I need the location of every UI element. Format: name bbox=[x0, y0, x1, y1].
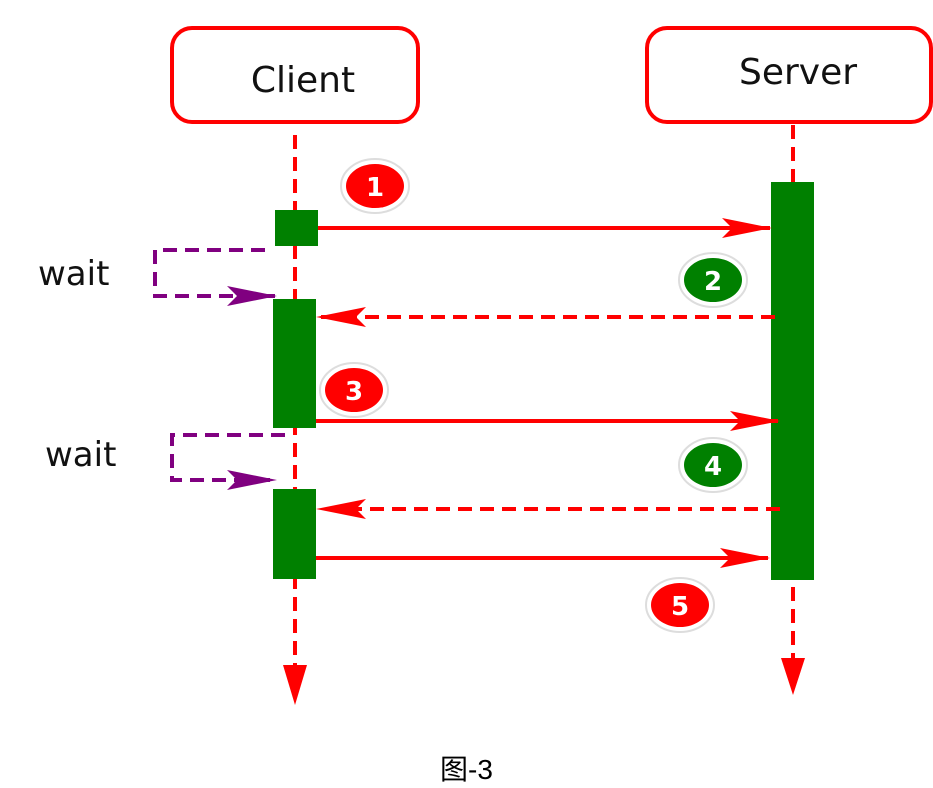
client-label: Client bbox=[251, 60, 355, 101]
server-lifeline-arrowhead bbox=[781, 658, 805, 695]
client-participant: Client bbox=[170, 26, 420, 124]
wait-label-1: wait bbox=[38, 254, 109, 294]
wait-loop-1 bbox=[153, 248, 277, 306]
client-activation-1 bbox=[275, 210, 318, 246]
step-number-5: 5 bbox=[671, 592, 689, 622]
step-badge-3: 3 bbox=[319, 362, 389, 418]
step-number-2: 2 bbox=[704, 267, 722, 297]
step-number-1: 1 bbox=[366, 173, 384, 203]
wait-label-2: wait bbox=[45, 435, 116, 475]
step-badge-2: 2 bbox=[678, 252, 748, 308]
figure-caption: 图-3 bbox=[440, 754, 493, 785]
server-label: Server bbox=[739, 52, 857, 93]
step-badge-4: 4 bbox=[678, 437, 748, 493]
step-badge-1: 1 bbox=[340, 158, 410, 214]
client-activation-3 bbox=[273, 489, 316, 579]
client-activation-2 bbox=[273, 299, 316, 428]
step-number-3: 3 bbox=[345, 377, 363, 407]
wait-loop-2 bbox=[170, 433, 285, 490]
server-participant: Server bbox=[645, 26, 933, 124]
server-activation bbox=[771, 182, 814, 580]
client-lifeline-arrowhead bbox=[283, 665, 307, 705]
step-badge-5: 5 bbox=[645, 577, 715, 633]
step-number-4: 4 bbox=[704, 452, 722, 482]
